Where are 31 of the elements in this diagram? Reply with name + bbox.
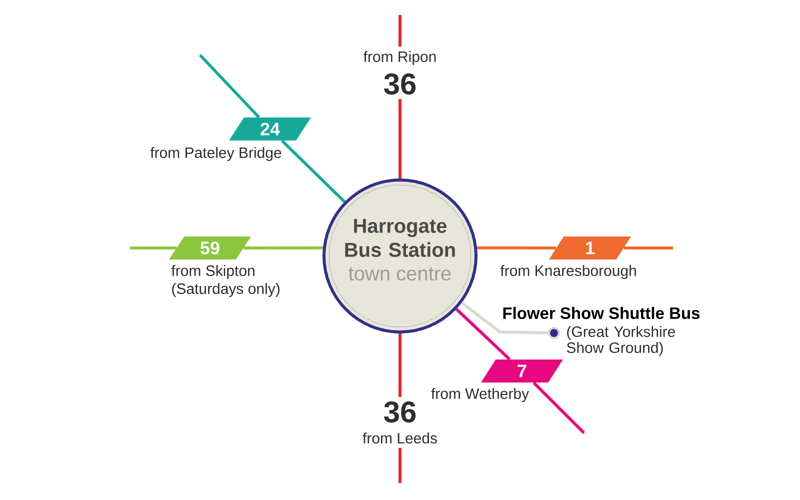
route-number: 36 [384,73,416,95]
route-line [624,246,673,250]
route-line [198,54,260,118]
route-line [477,246,556,250]
origin-label: from Knaresborough [500,265,636,279]
connector-line [460,302,548,334]
station-circle [322,178,478,334]
origin-label: from Leeds [362,432,437,444]
route-badge: 24 [229,118,311,140]
route-number: 36 [384,401,416,423]
route-line [280,140,346,203]
origin-label: from Wetherby [431,388,529,402]
route-badge: 59 [169,236,251,260]
route-line [455,308,511,360]
area-label: town centre [348,267,451,281]
route-line [532,382,586,434]
route-line [130,246,176,250]
route-badge: 7 [481,359,563,382]
venue-label: (Great Yorkshire Show Ground) [566,326,676,356]
route-line [398,333,402,397]
route-line [398,15,402,47]
route-line [398,99,402,178]
route-line [398,448,402,483]
note-label: (Saturdays only) [172,283,280,297]
route-badge: 1 [549,236,631,260]
origin-label: from Pateley Bridge [150,147,282,161]
route-line [244,246,323,250]
station-name: Harrogate Bus Station [345,219,455,257]
origin-label: from Ripon [364,51,436,65]
service-title: Flower Show Shuttle Bus [503,306,700,320]
origin-label: from Skipton [171,265,254,279]
